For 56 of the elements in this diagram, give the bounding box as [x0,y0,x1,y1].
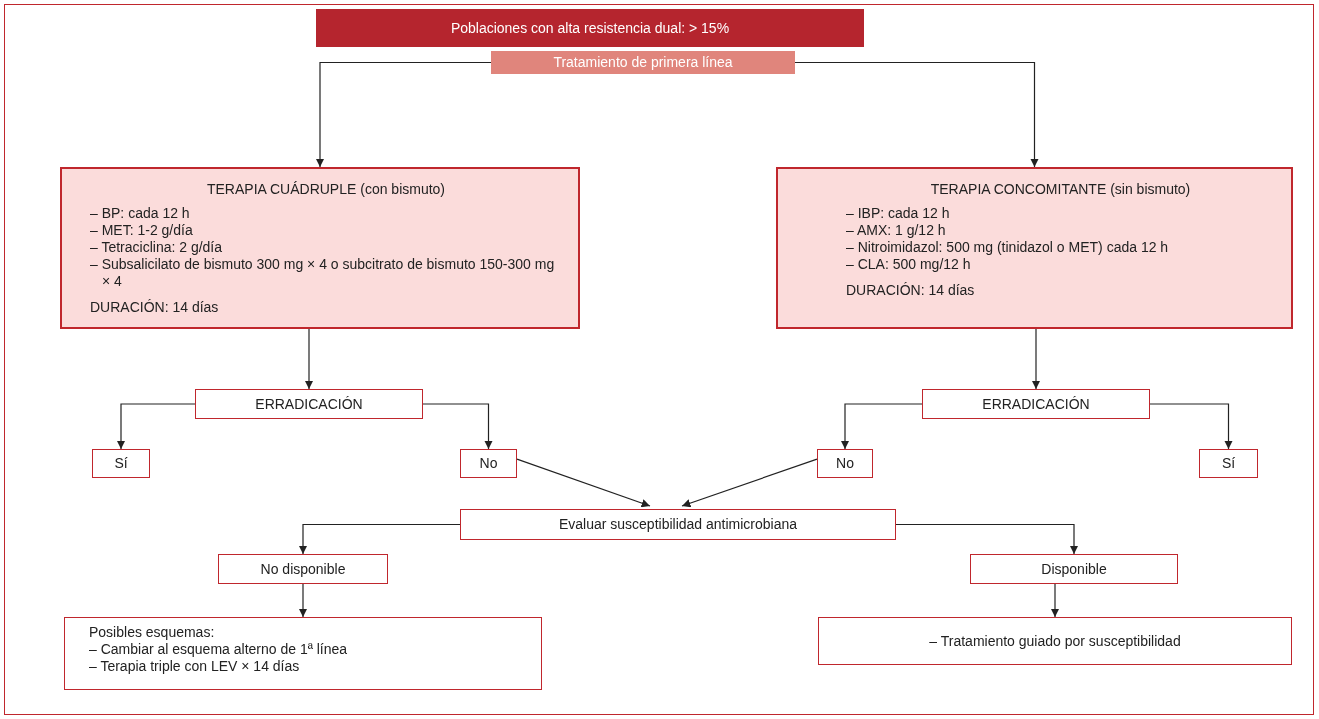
process-box [817,449,873,478]
node-label: ERRADICACIÓN [254,395,364,413]
arrow [1050,583,1060,618]
list-item: – Terapia triple con LEV × 14 días [89,658,301,675]
therapy-title: TERAPIA CONCOMITANTE (sin bismuto) [929,181,1192,198]
therapy-box [60,167,580,329]
node-label: Evaluar susceptibilidad antimicrobiana [557,516,799,533]
process-box [818,617,1292,665]
arrow [681,458,818,508]
arrow [298,583,308,618]
node-label: ERRADICACIÓN [981,395,1091,413]
step-box [491,51,795,74]
dosage-item: – Subsalicilato de bismuto 300 mg × 4 o subcitrato de bismuto 150-300 mg × 4 [90,256,556,290]
therapy-title: TERAPIA CUÁDRUPLE (con bismuto) [205,181,447,198]
process-box [460,509,896,540]
process-box [64,617,542,690]
node-label: Sí [113,455,129,472]
header-box [316,9,864,47]
dosage-item: – Tetraciclina: 2 g/día [90,239,224,256]
duration-text: DURACIÓN: 14 días [846,282,976,299]
process-box [970,554,1178,584]
process-box [460,449,517,478]
dosage-item: – CLA: 500 mg/12 h [846,256,972,273]
arrow [315,61,492,168]
dosage-item: – Nitroimidazol: 500 mg (tinidazol o MET) cada 12 h [846,239,1170,256]
list-item: – Cambiar al esquema alterno de 1ª línea [89,641,349,658]
process-box [922,389,1150,419]
node-label: No disponible [259,560,347,578]
arrow [895,523,1079,555]
process-box [1199,449,1258,478]
node-label: Poblaciones con alta resistencia dual: > 15% [449,19,731,37]
duration-text: DURACIÓN: 14 días [90,299,220,316]
node-label: Tratamiento de primera línea [552,54,734,71]
list-heading: Posibles esquemas: [89,624,216,641]
arrow [298,523,461,555]
process-box [218,554,388,584]
process-box [195,389,423,419]
therapy-box [776,167,1293,329]
node-label: No [478,455,499,472]
node-label: – Tratamiento guiado por susceptibilidad [928,632,1182,650]
dosage-item: – MET: 1-2 g/día [90,222,194,239]
dosage-item: – AMX: 1 g/12 h [846,222,947,239]
arrow [840,403,923,450]
arrow [794,61,1039,168]
arrow [1031,328,1041,390]
node-label: No [835,455,855,472]
node-label: Disponible [1040,560,1108,578]
arrow [1149,403,1233,450]
arrow [516,458,651,508]
node-label: Sí [1220,455,1237,472]
dosage-item: – IBP: cada 12 h [846,205,951,222]
dosage-item: – BP: cada 12 h [90,205,191,222]
arrow [422,403,493,450]
arrow [116,403,196,450]
arrow [304,328,314,390]
process-box [92,449,150,478]
